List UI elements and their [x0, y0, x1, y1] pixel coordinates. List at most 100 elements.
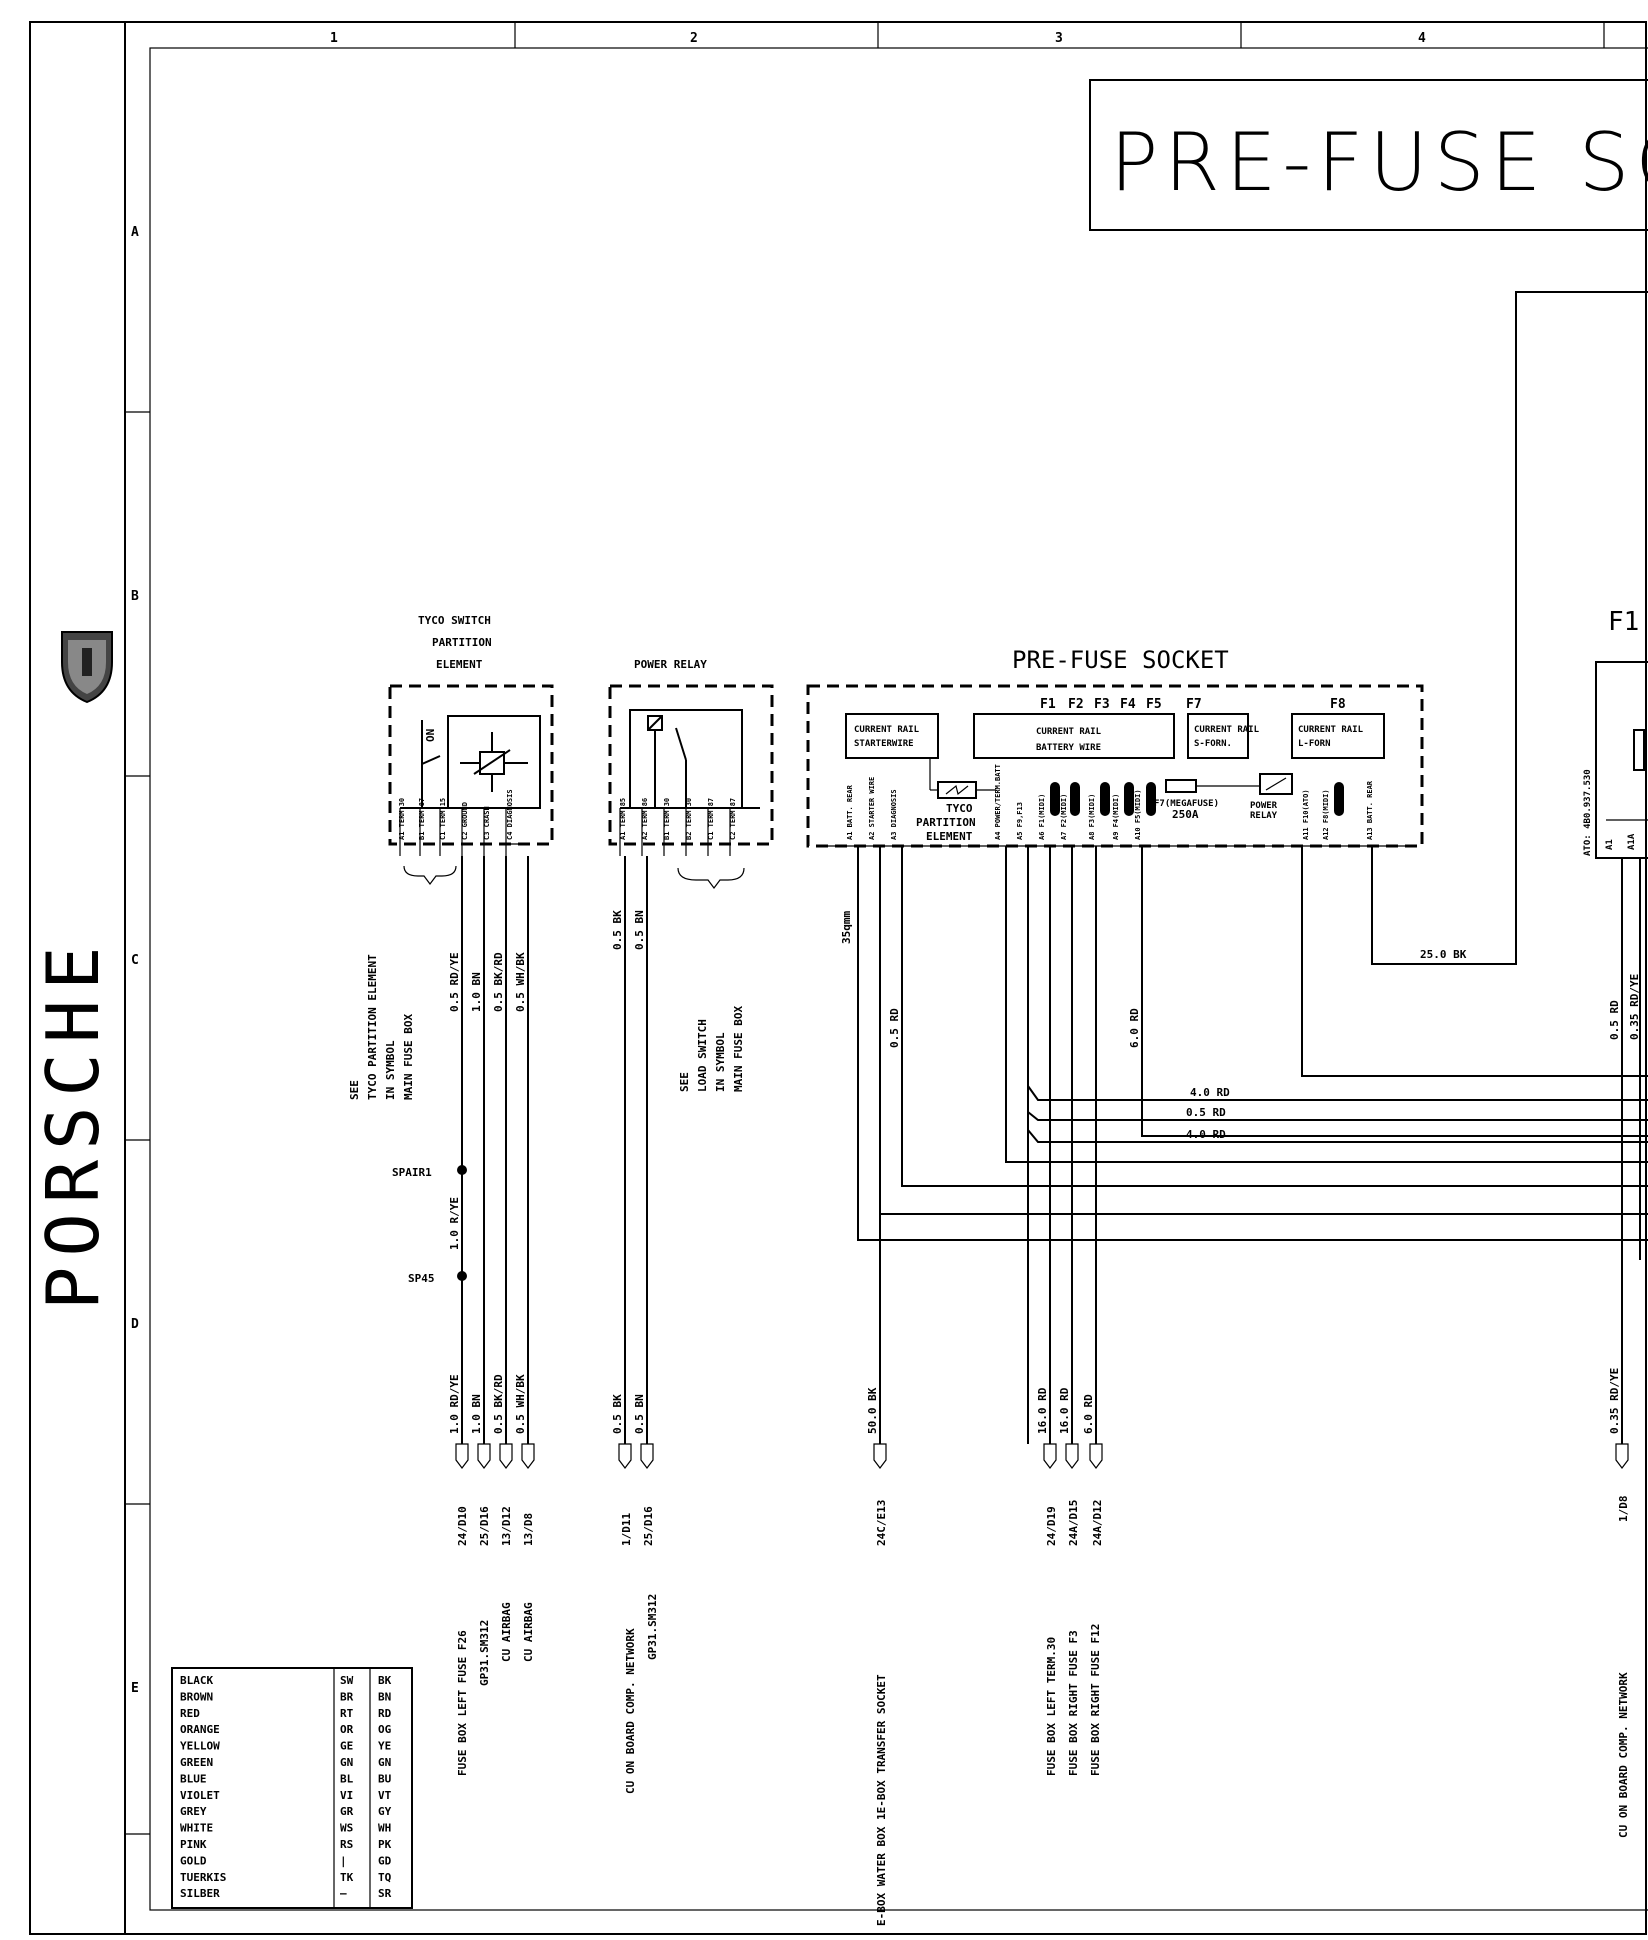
fuse-label-f2: F2 — [1068, 697, 1084, 712]
legend-code-en: OG — [378, 1723, 392, 1736]
pre-fuse-socket-block: PRE-FUSE SOCKET F1 F2 F3 F4 F5 F7 F8 CUR… — [806, 291, 1648, 1926]
legend-color-name: SILBER — [180, 1887, 220, 1900]
fuse-f4-icon — [1124, 782, 1134, 816]
wire-a13-battery — [1371, 291, 1648, 965]
wire-label: 1.0 RD/YE — [448, 1374, 461, 1434]
bus-wire-label: 4.0 RD — [1190, 1086, 1230, 1099]
wire-f-bus-1 — [1027, 1085, 1648, 1101]
fuse-label-f5: F5 — [1146, 697, 1162, 712]
wire-label: 6.0 RD — [1128, 1008, 1141, 1048]
column-label-1: 1 — [330, 31, 338, 46]
tyco-see-note-2: TYCO PARTITION ELEMENT — [366, 954, 379, 1100]
relay-pin-c1: C1 TERM.87 — [707, 798, 715, 840]
tyco-title-line2: PARTITION — [432, 636, 492, 649]
prefuse-pin-a3: A3 DIAGNOSIS — [890, 789, 898, 840]
prefuse-tyco-line2: PARTITION — [916, 816, 976, 829]
fuse-f5-icon — [1146, 782, 1156, 816]
connector-icon — [477, 1443, 491, 1469]
connector-icon — [1089, 1443, 1103, 1469]
fuse-label-f4: F4 — [1120, 697, 1136, 712]
tyco-pin-c4: C4 DIAGNOSIS — [506, 789, 514, 840]
prefuse-pin-a7: A7 F2(MIDI) — [1060, 794, 1068, 840]
ref-label: 13/D12 — [500, 1506, 513, 1546]
legend-code-en: WH — [378, 1822, 391, 1835]
tyco-pin-c3: C3 CRASH — [483, 806, 491, 840]
rail-starter-box — [845, 713, 939, 759]
f1-pin-a1: A1 — [1605, 839, 1615, 850]
legend-code-de: | — [340, 1854, 347, 1867]
prefuse-pin-a5: A5 F9,F13 — [1016, 802, 1024, 840]
prefuse-dashed-box — [806, 684, 1424, 848]
ref-label: 25/D16 — [642, 1506, 655, 1546]
ref-label: 24C/E13 — [875, 1500, 888, 1546]
column-label-2: 2 — [690, 31, 698, 46]
prefuse-tyco-line3: ELEMENT — [926, 830, 973, 843]
power-relay-block: POWER RELAY A1 TERM.85 A2 TERM.86 B1 TER… — [608, 658, 774, 1794]
ref-label: 24/D19 — [1045, 1506, 1058, 1546]
rail-battery-box — [973, 713, 1175, 759]
relay-title: POWER RELAY — [634, 658, 707, 671]
switch-icon — [675, 727, 687, 761]
destination-label: FUSE BOX LEFT FUSE F26 — [456, 1630, 469, 1776]
destination-label: CU AIRBAG — [522, 1602, 535, 1662]
rail-lforn-line1: CURRENT RAIL — [1298, 725, 1364, 735]
prefuse-pin-a8: A8 F3(MIDI) — [1088, 794, 1096, 840]
prefuse-pin-a13: A13 BATT. REAR — [1366, 780, 1374, 840]
legend-code-de: VI — [340, 1789, 353, 1802]
tyco-title-line3: ELEMENT — [436, 658, 483, 671]
fuse-label-f7: F7 — [1186, 697, 1202, 712]
wire-label: 16.0 RD — [1036, 1387, 1049, 1434]
row-label-d: D — [131, 1317, 139, 1332]
relay-see-note-3: IN SYMBOL — [714, 1032, 727, 1092]
brace-icon — [403, 865, 457, 885]
destination-label: E-BOX WATER BOX 1E-BOX TRANSFER SOCKET — [875, 1674, 888, 1926]
wire-label: 1.0 BN — [470, 1394, 483, 1434]
wire-label: 0.5 RD — [888, 1008, 901, 1048]
ref-label: 25/D16 — [478, 1506, 491, 1546]
rail-sforn-line2: S-FORN. — [1194, 739, 1232, 749]
tyco-see-note-1: SEE — [348, 1080, 361, 1100]
legend-color-name: VIOLET — [180, 1789, 220, 1802]
wire-label: 1.0 R/YE — [448, 1197, 461, 1250]
wire-label: 0.5 WH/BK — [514, 1374, 527, 1434]
rail-lforn-box — [1291, 713, 1385, 759]
wire-a10-bus — [1141, 846, 1648, 1137]
legend-code-en: VT — [378, 1789, 392, 1802]
relay-see-note-4: MAIN FUSE BOX — [732, 1006, 745, 1092]
connector-icon — [1065, 1443, 1079, 1469]
relay-see-note-2: LOAD SWITCH — [696, 1019, 709, 1092]
megafuse-label-2: 250A — [1172, 808, 1199, 821]
fuse-f8-icon — [1334, 782, 1344, 816]
wire-label: 1.0 BN — [470, 972, 483, 1012]
rail-sforn-box — [1187, 713, 1249, 759]
tyco-pin-b1: B1 TERM.87 — [418, 798, 426, 840]
ref-label: 1/D8 — [1617, 1496, 1630, 1523]
ref-label: 24A/D15 — [1067, 1500, 1080, 1546]
prefuse-pin-a6: A6 F1(MIDI) — [1038, 794, 1046, 840]
tyco-see-note-3: IN SYMBOL — [384, 1040, 397, 1100]
megafuse-icon — [1165, 779, 1197, 793]
title-box — [1089, 79, 1648, 231]
legend-color-name: WHITE — [180, 1822, 213, 1835]
destination-label: FUSE BOX RIGHT FUSE F12 — [1089, 1624, 1102, 1776]
wire-label: 35qmm — [840, 911, 853, 944]
legend-code-de: BR — [340, 1690, 354, 1703]
wire-label: 0.35 RD/YE — [1628, 974, 1641, 1040]
fuse-label-f8: F8 — [1330, 697, 1346, 712]
ref-label: 1/D11 — [620, 1513, 633, 1546]
connector-icon — [873, 1443, 887, 1469]
wire-label: 6.0 RD — [1082, 1394, 1095, 1434]
bus-wire-label: 0.5 RD — [1186, 1106, 1226, 1119]
prefuse-pin-a1: A1 BATT. REAR — [846, 784, 854, 840]
relay-pin-a1: A1 TERM.85 — [619, 798, 627, 840]
legend-code-en: BK — [378, 1674, 392, 1687]
legend-code-en: GY — [378, 1805, 392, 1818]
legend-color-name: BROWN — [180, 1690, 213, 1703]
wire-a1-bus — [857, 846, 1648, 1241]
f1-pin-a1a: A1A — [1627, 833, 1637, 850]
prefuse-pin-a12: A12 F8(MIDI) — [1322, 789, 1330, 840]
ref-label: 13/D8 — [522, 1513, 535, 1546]
wire-a11-bus — [1301, 846, 1648, 1077]
connector-icon — [521, 1443, 535, 1469]
